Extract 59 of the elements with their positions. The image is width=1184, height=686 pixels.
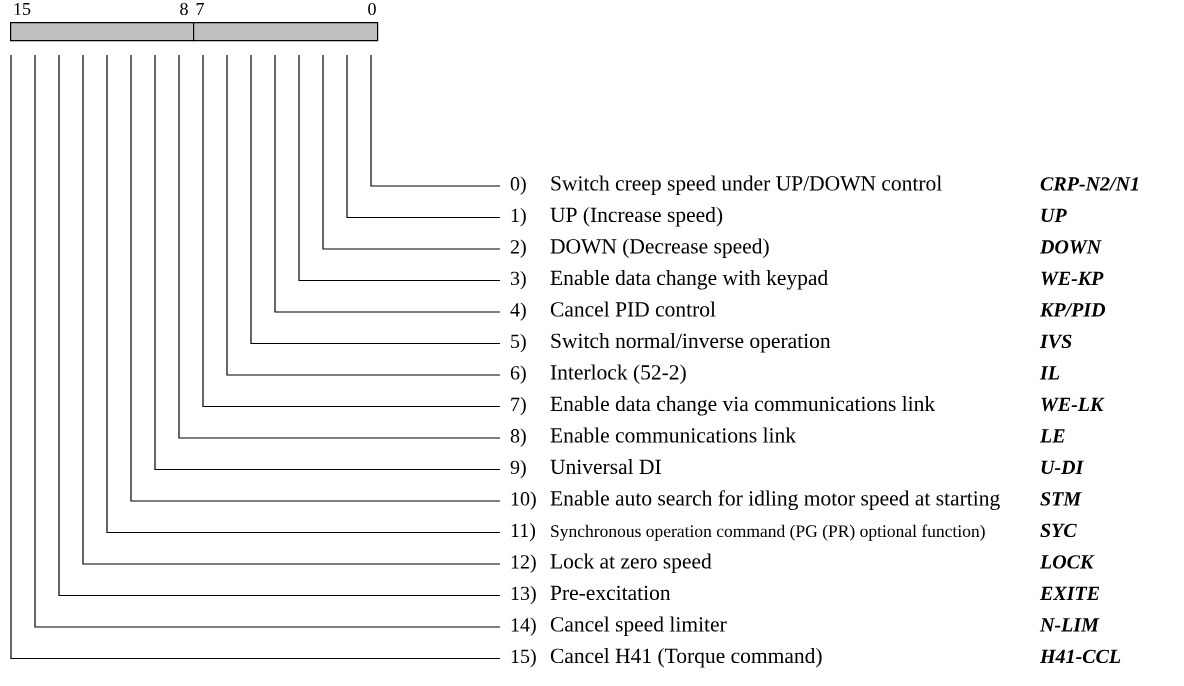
- item-number: 12): [511, 554, 536, 573]
- item-number: 11): [511, 523, 536, 542]
- signal-mnemonic: STM: [1040, 492, 1082, 506]
- signal-mnemonic: EXITE: [1039, 586, 1100, 600]
- bit-description: Cancel speed limiter: [550, 616, 727, 636]
- bit-description: Interlock (52-2): [550, 364, 686, 384]
- item-number: 15): [511, 649, 536, 668]
- bit-description: Cancel H41 (Torque command): [550, 648, 822, 668]
- item-number: 7): [511, 397, 526, 416]
- bit-number: 0: [368, 2, 376, 16]
- leader-line: [298, 54, 501, 282]
- signal-mnemonic: KP/PID: [1039, 303, 1106, 317]
- bit-description: Enable data change with keypad: [550, 270, 828, 290]
- leader-line: [370, 54, 501, 187]
- leader-line: [274, 54, 501, 313]
- item-number: 4): [510, 302, 526, 321]
- item-number: 0): [510, 176, 526, 195]
- item-number: 8): [510, 428, 526, 447]
- bit-description: Enable auto search for idling motor speed at starting: [550, 490, 1000, 511]
- signal-mnemonic: WE-LK: [1041, 397, 1105, 412]
- bit-number: 8: [180, 2, 188, 16]
- item-number: 6): [510, 365, 526, 384]
- bit-number: 7: [196, 3, 204, 15]
- bit-description: Switch normal/inverse operation: [551, 333, 831, 353]
- bit-description: Universal DI: [550, 459, 661, 475]
- signal-mnemonic: U-DI: [1041, 460, 1084, 475]
- leader-line: [322, 54, 501, 250]
- signal-mnemonic: DOWN: [1039, 240, 1102, 254]
- bit-description: Synchronous operation command (PG (PR) optional function): [551, 524, 985, 541]
- item-number: 2): [510, 239, 526, 258]
- leader-line: [250, 54, 501, 345]
- signal-mnemonic: CRP-N2/N1: [1040, 177, 1138, 191]
- signal-mnemonic: SYC: [1040, 523, 1077, 538]
- bit-description: Enable communications link: [550, 427, 797, 443]
- item-number: 14): [511, 617, 536, 636]
- leader-line: [346, 54, 501, 219]
- bit-number: 15: [14, 2, 31, 16]
- item-number: 9): [510, 460, 526, 479]
- signal-mnemonic: IVS: [1039, 334, 1072, 349]
- leader-line: [226, 54, 501, 376]
- signal-mnemonic: LOCK: [1039, 555, 1095, 569]
- signal-mnemonic: IL: [1039, 366, 1060, 380]
- bit-description: Lock at zero speed: [550, 553, 712, 573]
- bit-description: Pre-excitation: [550, 585, 671, 601]
- bit-description: Cancel PID control: [550, 301, 716, 317]
- signal-mnemonic: N-LIM: [1039, 618, 1100, 632]
- item-number: 10): [511, 491, 536, 510]
- signal-mnemonic: H41-CCL: [1039, 649, 1121, 664]
- signal-mnemonic: UP: [1041, 208, 1067, 223]
- bit-description: UP (Increase speed): [550, 207, 723, 227]
- signal-mnemonic: LE: [1039, 429, 1065, 443]
- bit-description: DOWN (Decrease speed): [550, 238, 769, 258]
- item-number: 1): [511, 208, 526, 227]
- item-number: 5): [511, 334, 526, 353]
- bit-description: Enable data change via communications link: [550, 396, 936, 416]
- bit-description: Switch creep speed under UP/DOWN control: [551, 175, 942, 195]
- signal-mnemonic: WE-KP: [1041, 271, 1104, 286]
- item-number: 3): [510, 271, 526, 290]
- item-number: 13): [511, 586, 536, 605]
